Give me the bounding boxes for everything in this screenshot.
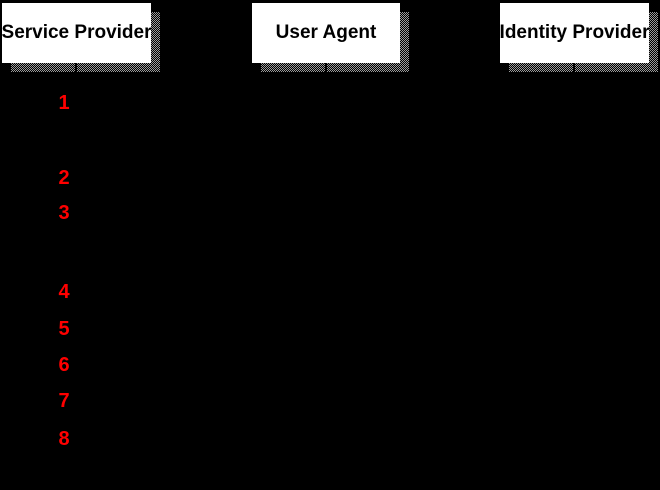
lifeline-identity-provider — [573, 63, 575, 490]
actor-box-service-provider: Service Provider — [1, 3, 160, 72]
box-face: Identity Provider — [500, 3, 649, 63]
actor-label: User Agent — [275, 22, 377, 43]
step-number: 1 — [58, 92, 70, 114]
actor-label: Identity Provider — [499, 22, 650, 43]
box-face: Service Provider — [1, 3, 152, 63]
actor-box-identity-provider: Identity Provider — [500, 3, 658, 72]
box-face: User Agent — [252, 3, 400, 63]
step-number: 3 — [58, 202, 70, 224]
actor-label: Service Provider — [1, 22, 152, 43]
lifeline-user-agent — [325, 63, 327, 490]
actor-box-user-agent: User Agent — [252, 3, 409, 72]
step-number: 7 — [58, 390, 70, 412]
step-number: 5 — [58, 318, 70, 340]
lifeline-service-provider — [75, 63, 77, 490]
step-number: 4 — [58, 281, 70, 303]
step-number: 8 — [58, 428, 70, 450]
step-number: 2 — [58, 167, 70, 189]
step-number: 6 — [58, 354, 70, 376]
